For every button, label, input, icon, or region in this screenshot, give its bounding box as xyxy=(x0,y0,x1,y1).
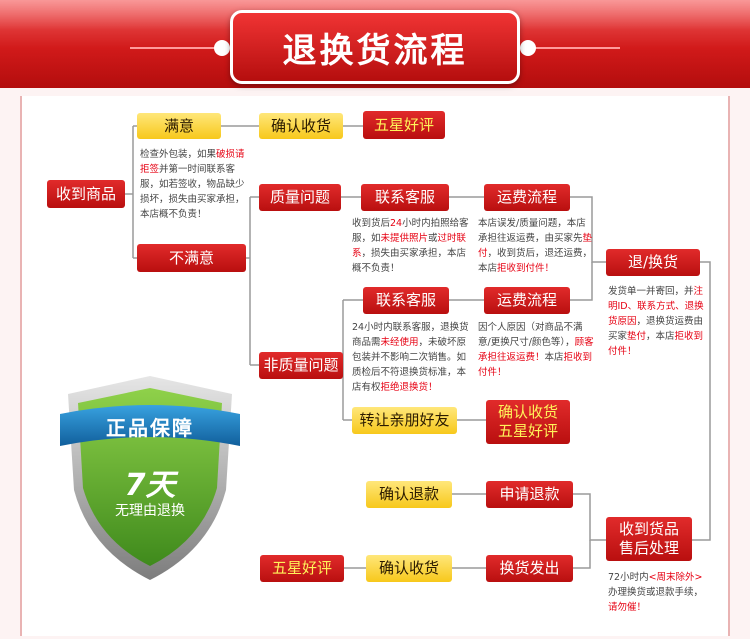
node-shipping-flow-1: 运费流程 xyxy=(484,184,570,211)
line-ship2-return xyxy=(570,262,593,301)
line-after-exchange xyxy=(573,540,591,569)
node-five-star-bottom: 五星好评 xyxy=(260,555,344,582)
node-contact-cs-1: 联系客服 xyxy=(361,184,449,211)
node-five-star-top: 五星好评 xyxy=(363,111,445,139)
header-banner: 退换货流程 xyxy=(0,0,750,88)
badge-days: 7天 xyxy=(124,468,176,503)
deco-line-left xyxy=(130,47,222,49)
node-confirm-and-review-line1: 确认收货 xyxy=(497,403,558,422)
page-title: 退换货流程 xyxy=(282,30,468,71)
node-received-goods-line2: 售后处理 xyxy=(618,539,679,557)
node-received: 收到商品 xyxy=(47,180,125,208)
node-satisfied: 满意 xyxy=(137,113,221,139)
node-quality-issue: 质量问题 xyxy=(259,184,341,211)
badge-subtitle: 无理由退换 xyxy=(115,503,185,519)
line-return-down xyxy=(692,261,711,541)
note-quality-cs: 收到货后24小时内拍照给客服，如未提供照片或过时联系，损失由买家承担，本店概不负… xyxy=(352,218,469,274)
ribbon-shape xyxy=(60,405,240,446)
node-confirm-receipt-bottom: 确认收货 xyxy=(366,555,452,582)
node-received-goods: 收到货品 售后处理 xyxy=(606,517,692,561)
node-apply-refund: 申请退款 xyxy=(486,481,573,508)
node-received-goods-line1: 收到货品 xyxy=(618,520,679,539)
node-non-quality-issue: 非质量问题 xyxy=(259,352,343,379)
node-confirm-and-review-line2: 五星好评 xyxy=(497,422,558,440)
badge-ribbon-text: 正品保障 xyxy=(106,416,194,440)
node-confirm-refund: 确认退款 xyxy=(366,481,452,508)
note-return: 发货单一并寄回，并注明ID、联系方式、退换货原因，退换货运费由买家垫付，本店拒收… xyxy=(608,286,704,357)
deco-dot-right xyxy=(520,40,536,56)
note-quality-shipping: 本店误发/质量问题，本店承担往返运费，由买家先垫付，收到货后，退还运费，本店拒收… xyxy=(478,218,593,274)
line-after-apply xyxy=(573,493,606,541)
title-plate: 退换货流程 xyxy=(230,10,520,84)
line-ship1-return xyxy=(570,196,606,263)
guarantee-badge: 正品保障 7天 无理由退换 xyxy=(60,372,240,584)
node-unsatisfied: 不满意 xyxy=(137,244,246,272)
shield-icon xyxy=(60,376,240,580)
node-contact-cs-2: 联系客服 xyxy=(363,287,449,314)
note-nonquality-cs: 24小时内联系客服，退换货商品需未经使用，未破坏原包装并不影响二次销售。如质检后… xyxy=(352,322,469,393)
deco-dot-left xyxy=(214,40,230,56)
note-inspect: 检查外包装，如果破损请拒签并第一时间联系客服，如若签收，物品缺少损坏，损失由买家… xyxy=(140,149,245,220)
deco-line-right xyxy=(528,47,620,49)
node-return-exchange: 退/换货 xyxy=(606,249,700,276)
node-shipping-flow-2: 运费流程 xyxy=(484,287,570,314)
node-confirm-and-review: 确认收货 五星好评 xyxy=(486,400,570,444)
note-nonquality-shipping: 因个人原因（对商品不满意/更换尺寸/颜色等），顾客承担往返运费！本店拒收到付件！ xyxy=(478,322,594,378)
node-exchange-ship: 换货发出 xyxy=(486,555,573,582)
node-confirm-receipt-top: 确认收货 xyxy=(259,113,343,139)
note-after-sale: 72小时内<周末除外>办理换货或退款手续，请勿催！ xyxy=(608,572,704,613)
node-transfer-friends: 转让亲朋好友 xyxy=(352,407,457,434)
